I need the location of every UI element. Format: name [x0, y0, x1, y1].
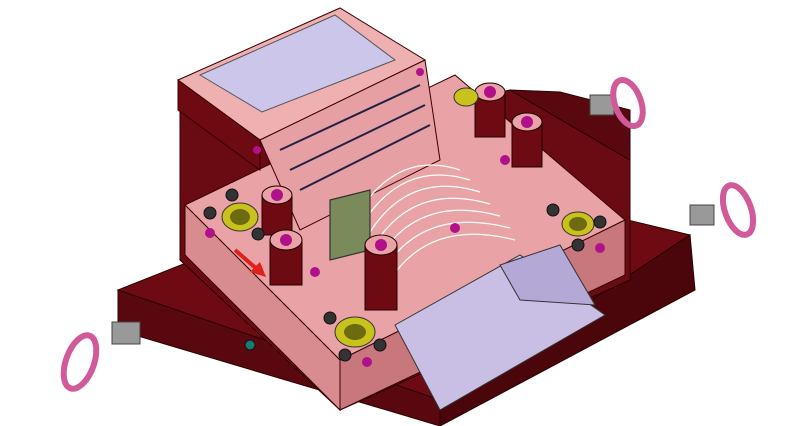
lifting-ring	[589, 77, 646, 129]
bushings	[221, 87, 595, 348]
pillar	[511, 112, 543, 168]
ejector-holes	[205, 68, 605, 367]
pillar	[364, 234, 398, 311]
lifting-ring	[60, 321, 141, 392]
back-slider	[177, 7, 441, 231]
pillar	[474, 82, 506, 138]
pillar	[269, 229, 303, 286]
screws	[203, 188, 607, 362]
direction-arrow-icon	[233, 248, 266, 277]
lifting-rings	[60, 77, 757, 392]
front-slider	[394, 244, 606, 411]
pillar	[261, 185, 293, 236]
cavity-core	[329, 164, 516, 281]
lifting-ring	[689, 182, 757, 238]
